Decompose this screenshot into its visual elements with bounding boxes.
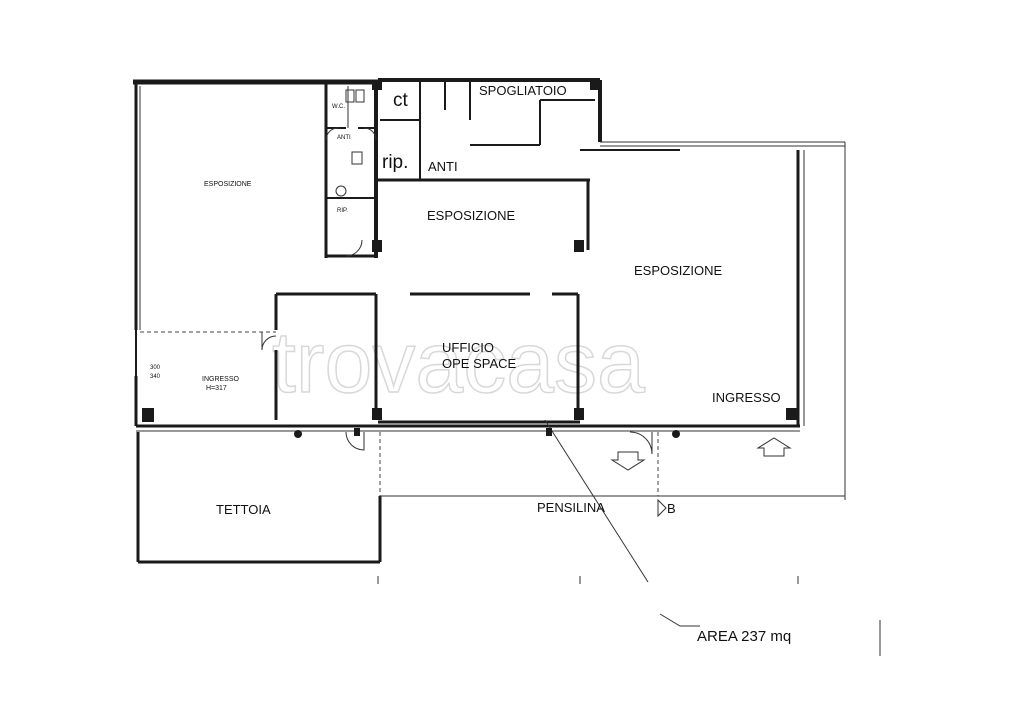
room-label-esposizione-left: ESPOSIZIONE (204, 181, 252, 188)
ruler-ticks (377, 576, 881, 656)
front-markers (294, 428, 680, 438)
room-label-anti-small: ANTI (337, 135, 351, 141)
room-label-ingresso-left-height: H=317 (206, 385, 227, 392)
room-label-tettoia: TETTOIA (216, 502, 271, 517)
room-label-ct: ct (393, 90, 409, 111)
pillars (142, 80, 798, 422)
room-label-esposizione-right: ESPOSIZIONE (634, 263, 722, 278)
room-label-ingresso-left: INGRESSO (202, 376, 240, 383)
dimension-window-left: 300 (150, 365, 161, 371)
exterior-walls (133, 78, 846, 500)
area-leader-line (659, 613, 700, 627)
room-label-rip: rip. (382, 152, 408, 173)
room-label-wc: W.C. (332, 104, 345, 110)
entry-arrows (610, 437, 792, 518)
section-marker-b: B (667, 501, 676, 516)
room-label-esposizione-center: ESPOSIZIONE (427, 208, 515, 223)
interior-walls (140, 82, 680, 420)
room-label-anti: ANTI (428, 159, 458, 174)
room-label-ufficio-line2: OPE SPACE (442, 356, 517, 371)
room-label-spogliatoio: SPOGLIATOIO (479, 83, 567, 98)
doors (261, 127, 653, 455)
room-label-ingresso-right: INGRESSO (712, 390, 781, 405)
outdoor-areas (136, 419, 845, 583)
watermark-text: trovacasa (272, 315, 645, 411)
room-label-ufficio-line1: UFFICIO (442, 340, 494, 355)
sanitary-fixtures (335, 89, 365, 197)
area-label: AREA 237 mq (697, 628, 791, 645)
dimension-window-left-2: 340 (150, 374, 161, 380)
room-label-pensilina: PENSILINA (537, 500, 605, 515)
room-label-rip-small: RIP. (337, 208, 348, 214)
